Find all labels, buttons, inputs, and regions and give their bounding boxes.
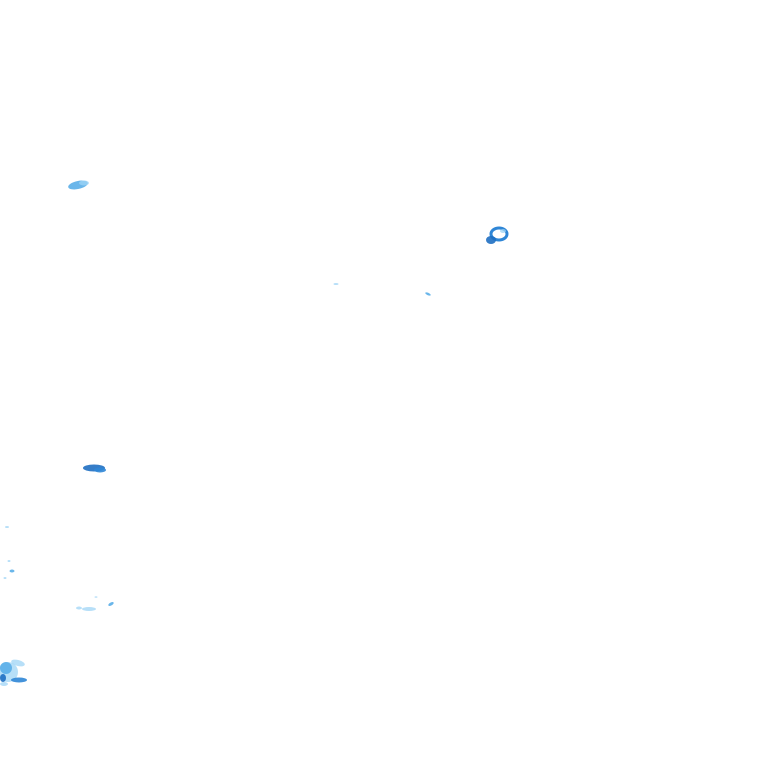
echo-southwest-edge — [0, 674, 27, 683]
echo-west-band — [83, 464, 106, 473]
echo-northeast — [486, 226, 509, 244]
echo-west-specks — [3, 526, 114, 611]
echo-center-speck-1 — [333, 283, 339, 285]
echo-northwest — [68, 180, 89, 190]
echo-center-speck-2 — [425, 292, 431, 296]
